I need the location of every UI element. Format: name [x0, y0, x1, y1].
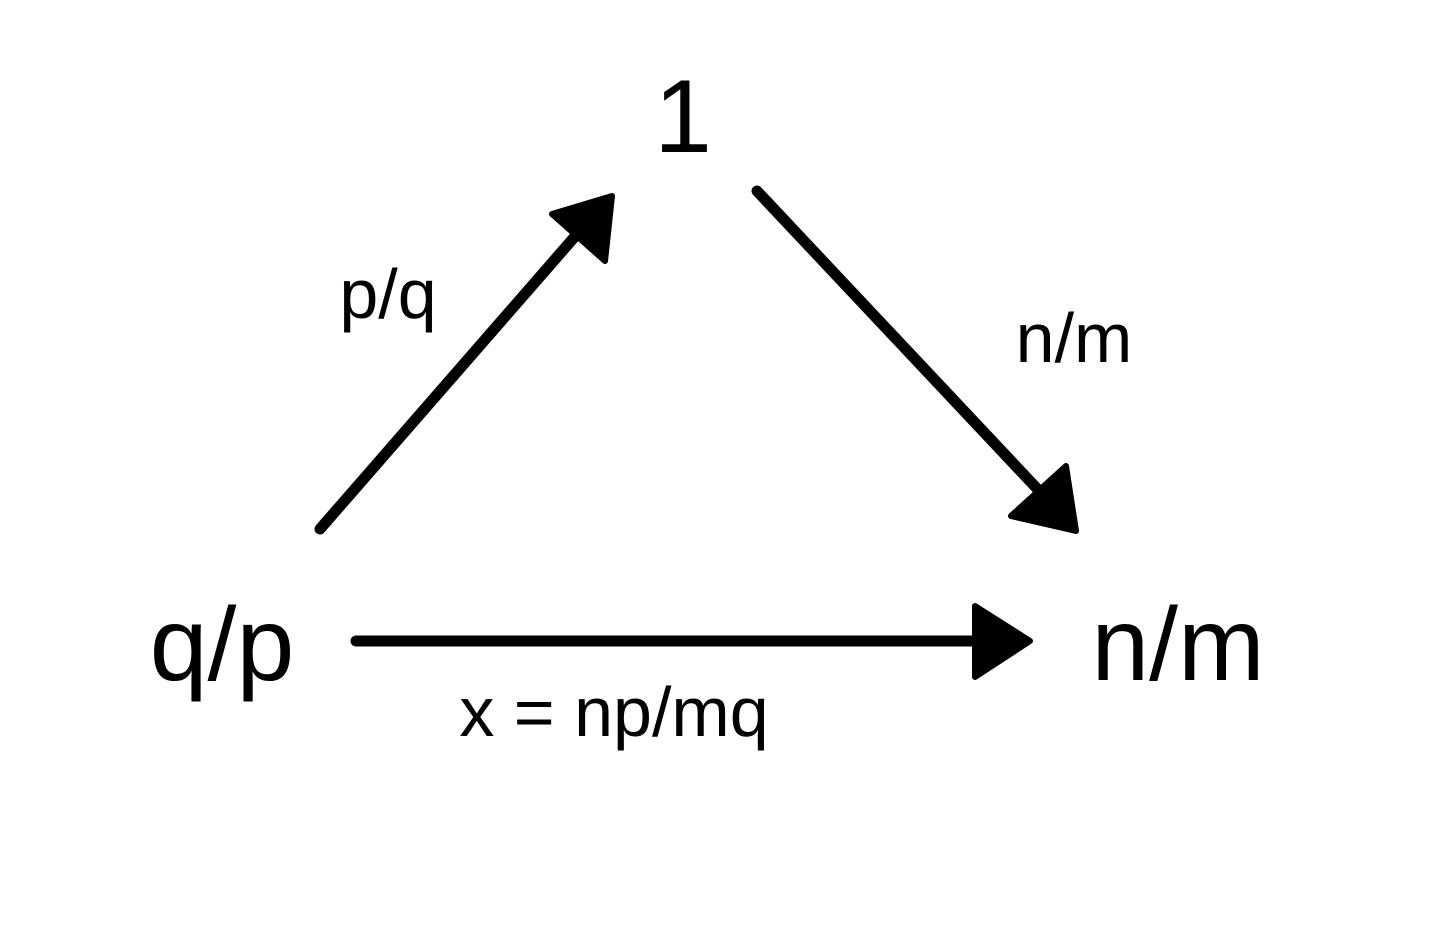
- edge-left-to-top-label: p/q: [339, 255, 436, 333]
- edge-left-to-top: [314, 193, 615, 535]
- edge-left-to-right-arrowhead: [972, 603, 1033, 680]
- edge-top-to-right-label: n/m: [1016, 299, 1133, 377]
- edge-top-to-right: [751, 185, 1079, 534]
- node-top: 1: [654, 59, 712, 175]
- edge-top-to-right-arrowhead: [1008, 463, 1079, 534]
- edge-top-to-right-line: [751, 185, 1050, 502]
- node-left: q/p: [150, 587, 295, 703]
- edge-left-to-right: [350, 603, 1033, 680]
- edge-left-to-top-line: [314, 227, 584, 535]
- node-right: n/m: [1091, 587, 1264, 703]
- edge-left-to-top-arrowhead: [549, 193, 615, 264]
- edge-left-to-right-label: x = np/mq: [459, 673, 768, 751]
